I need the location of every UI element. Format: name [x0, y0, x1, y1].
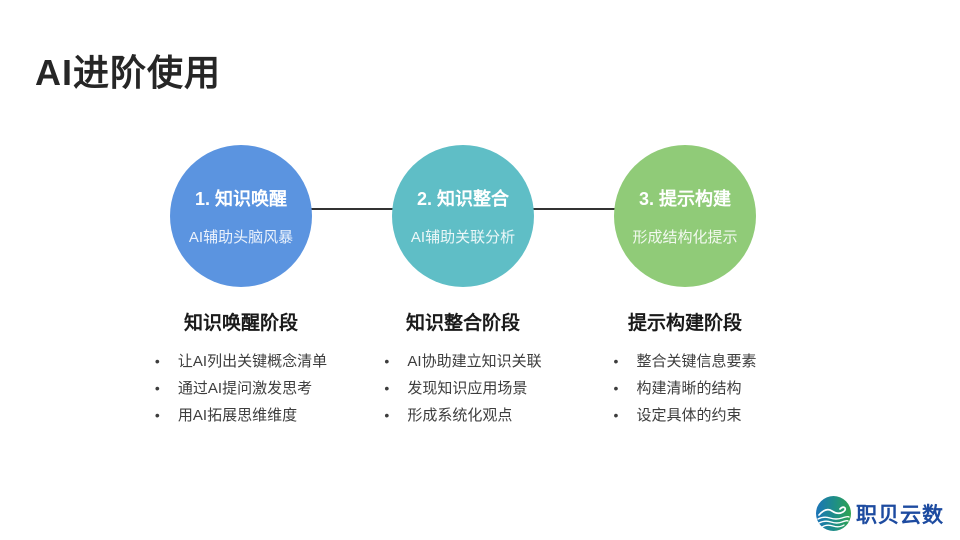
- stage-circle-1: 1. 知识唤醒 AI辅助头脑风暴: [170, 145, 312, 287]
- stage-circle-3-subtitle: 形成结构化提示: [632, 229, 738, 246]
- stage-circle-1-label: 1. 知识唤醒: [194, 189, 287, 209]
- stages-row: 1. 知识唤醒 AI辅助头脑风暴 知识唤醒阶段 让AI列出关键概念清单 通过AI…: [130, 145, 796, 429]
- bullet-item: 整合关键信息要素: [613, 348, 756, 375]
- stage-column-3: 3. 提示构建 形成结构化提示 提示构建阶段 整合关键信息要素 构建清晰的结构 …: [574, 145, 796, 429]
- brand-logo-text: 职贝云数: [856, 503, 944, 527]
- bullet-item: 构建清晰的结构: [613, 375, 756, 402]
- stage-circle-2-subtitle: AI辅助关联分析: [410, 229, 516, 246]
- stage-circle-3-label: 3. 提示构建: [638, 189, 731, 209]
- bullet-item: 通过AI提问激发思考: [155, 375, 327, 402]
- wave-globe-icon: [816, 496, 851, 531]
- brand-logo: 职贝云数: [815, 495, 944, 532]
- stage-2-bullet-list: AI协助建立知识关联 发现知识应用场景 形成系统化观点: [384, 348, 541, 429]
- stage-circle-2: 2. 知识整合 AI辅助关联分析: [392, 145, 534, 287]
- bullet-item: 设定具体的约束: [613, 402, 756, 429]
- stage-circle-1-subtitle: AI辅助头脑风暴: [188, 229, 294, 246]
- page-title: AI进阶使用: [35, 52, 222, 94]
- stage-column-2: 2. 知识整合 AI辅助关联分析 知识整合阶段 AI协助建立知识关联 发现知识应…: [352, 145, 574, 429]
- bullet-item: 用AI拓展思维维度: [155, 402, 327, 429]
- stage-1-section-title: 知识唤醒阶段: [183, 313, 298, 334]
- stage-1-bullet-list: 让AI列出关键概念清单 通过AI提问激发思考 用AI拓展思维维度: [155, 348, 327, 429]
- stage-circle-2-label: 2. 知识整合: [416, 189, 509, 209]
- bullet-item: 让AI列出关键概念清单: [155, 348, 327, 375]
- bullet-item: 发现知识应用场景: [384, 375, 541, 402]
- stage-circle-3: 3. 提示构建 形成结构化提示: [614, 145, 756, 287]
- bullet-item: AI协助建立知识关联: [384, 348, 541, 375]
- stage-2-section-title: 知识整合阶段: [405, 313, 520, 334]
- stage-3-section-title: 提示构建阶段: [627, 313, 742, 334]
- stage-3-bullet-list: 整合关键信息要素 构建清晰的结构 设定具体的约束: [613, 348, 756, 429]
- bullet-item: 形成系统化观点: [384, 402, 541, 429]
- stage-column-1: 1. 知识唤醒 AI辅助头脑风暴 知识唤醒阶段 让AI列出关键概念清单 通过AI…: [130, 145, 352, 429]
